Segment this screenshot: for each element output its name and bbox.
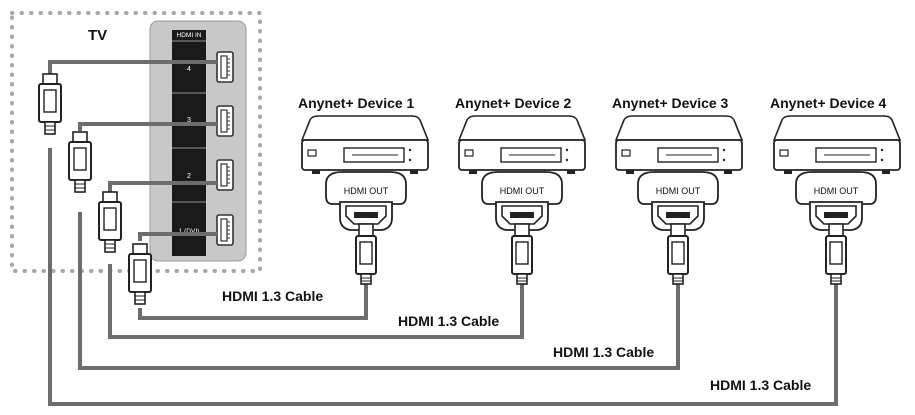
cable-label-1: HDMI 1.3 Cable	[222, 288, 323, 304]
hdmi-in-title: HDMI IN	[177, 32, 202, 39]
hdmi-in-port-1-dvi: 1 (DVI)	[179, 228, 200, 235]
tv-plug-3	[98, 191, 122, 253]
hdmi-socket-3	[216, 105, 234, 137]
hdmi-out-label-3: HDMI OUT	[656, 186, 701, 196]
cable-device-4	[48, 148, 838, 406]
anynet-device-3: Anynet+ Device 3 HDMI OUT	[612, 95, 743, 285]
anynet-device-4: Anynet+ Device 4 HDMI OUT	[770, 95, 901, 285]
tv-plug-1	[38, 73, 62, 135]
hdmi-in-port-2: 2	[187, 173, 191, 180]
device-plug-1	[355, 223, 377, 285]
anynet-device-2: Anynet+ Device 2 HDMI OUT	[455, 95, 586, 285]
hdmi-out-port-4-icon	[795, 171, 877, 231]
cable-label-2: HDMI 1.3 Cable	[398, 313, 499, 329]
tv-plug-4	[128, 243, 152, 305]
tv-boundary	[10, 11, 262, 273]
device-label-2: Anynet+ Device 2	[455, 95, 572, 111]
cable-label-3: HDMI 1.3 Cable	[553, 344, 654, 360]
device-box-3-icon	[615, 115, 743, 175]
hdmi-out-port-2-icon	[481, 171, 563, 231]
cable-device-3	[78, 212, 680, 370]
device-box-4-icon	[773, 115, 901, 175]
device-box-2-icon	[458, 115, 586, 175]
hdmi-socket-4	[216, 51, 234, 83]
hdmi-in-strip	[172, 30, 206, 256]
cable-device-1	[138, 281, 368, 320]
device-label-3: Anynet+ Device 3	[612, 95, 729, 111]
tv-plug-2	[68, 131, 92, 193]
hdmi-in-port-3: 3	[187, 117, 191, 124]
device-label-4: Anynet+ Device 4	[770, 95, 887, 111]
hdmi-out-label-2: HDMI OUT	[500, 186, 545, 196]
device-plug-4	[825, 223, 847, 285]
hdmi-in-port-4: 4	[187, 66, 191, 73]
cable-label-4: HDMI 1.3 Cable	[710, 377, 811, 393]
tv-label: TV	[88, 27, 107, 44]
device-box-1-icon	[301, 115, 429, 175]
hdmi-socket-2	[216, 159, 234, 191]
hdmi-socket-1	[216, 214, 234, 246]
device-plug-3	[667, 223, 689, 285]
hdmi-out-label-4: HDMI OUT	[814, 186, 859, 196]
device-plug-2	[511, 223, 533, 285]
device-label-1: Anynet+ Device 1	[298, 95, 415, 111]
hdmi-out-port-3-icon	[637, 171, 719, 231]
hdmi-out-port-1-icon	[325, 171, 407, 231]
hdmi-out-label-1: HDMI OUT	[344, 186, 389, 196]
cable-device-2	[108, 264, 524, 339]
anynet-device-1: Anynet+ Device 1 HDMI OUT	[298, 95, 429, 285]
